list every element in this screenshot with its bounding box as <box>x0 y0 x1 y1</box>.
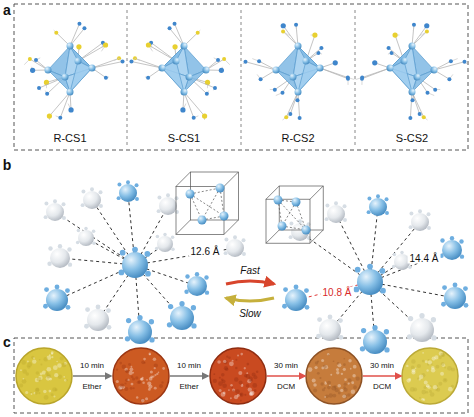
separator <box>355 10 356 145</box>
cluster-sphere <box>47 244 72 268</box>
distance-label: 12.6 Å <box>189 246 222 257</box>
sample-photo <box>210 348 266 404</box>
distance-label: 10.8 Å <box>321 287 354 298</box>
cluster-sphere <box>44 199 66 221</box>
process-arrow <box>170 375 208 377</box>
cluster-sphere <box>441 283 468 309</box>
solvent-label: DCM <box>373 383 391 392</box>
label-holder: 14.4 Å <box>408 253 441 264</box>
label-holder: DCM <box>277 383 295 392</box>
sample-photo <box>16 348 72 404</box>
cluster-structure <box>24 22 124 120</box>
label-holder: 30 min <box>370 362 394 371</box>
label-holder: Ether <box>82 383 101 392</box>
solvent-label: Ether <box>82 383 101 392</box>
separator <box>241 10 242 145</box>
compound-label: S-CS2 <box>396 132 428 144</box>
time-label: 10 min <box>80 362 104 371</box>
process-arrow <box>363 375 401 377</box>
cluster-sphere <box>316 315 343 341</box>
label-holder: 30 min <box>274 362 298 371</box>
sample-photo <box>402 348 458 404</box>
cluster-sphere <box>125 315 155 344</box>
sample-photo <box>306 348 362 404</box>
rate-label: Slow <box>239 308 261 319</box>
rate-label: Fast <box>240 265 259 276</box>
cluster-sphere <box>119 247 151 278</box>
cluster-sphere <box>84 305 111 331</box>
cluster-sphere <box>282 285 309 311</box>
label-holder: c <box>3 335 11 350</box>
panel-frame <box>14 4 468 150</box>
cluster-sphere <box>439 236 464 260</box>
cluster-sphere <box>43 285 70 311</box>
cluster-sphere <box>184 272 209 296</box>
label-holder: a <box>3 3 11 18</box>
cluster-sphere <box>407 313 437 342</box>
distance-line <box>370 250 452 282</box>
label-holder: 10 min <box>80 362 104 371</box>
cluster-sphere <box>167 301 197 330</box>
panel-frame <box>14 338 468 413</box>
compound-label: R-CS2 <box>281 132 314 144</box>
cluster-sphere <box>409 209 431 231</box>
solvent-label: DCM <box>277 383 295 392</box>
solvent-label: Ether <box>179 383 198 392</box>
label-holder: S-CS2 <box>396 132 428 144</box>
process-arrow <box>267 375 305 377</box>
cluster-sphere <box>360 325 390 354</box>
cluster-sphere <box>155 233 175 252</box>
label-holder: b <box>3 158 12 173</box>
unit-cell <box>266 186 323 243</box>
cluster-sphere <box>117 180 139 202</box>
label-holder: 12.6 Å <box>189 246 222 257</box>
cluster-structure <box>129 22 229 120</box>
cluster-sphere <box>367 194 389 216</box>
separator <box>127 10 128 145</box>
label-holder: 10 min <box>177 362 201 371</box>
label-holder: 10.8 Å <box>321 287 354 298</box>
label-holder: R-CS2 <box>281 132 314 144</box>
compound-label: S-CS1 <box>168 132 200 144</box>
unit-cell <box>176 172 238 234</box>
cluster-sphere <box>157 193 179 215</box>
label-holder: Ether <box>179 383 198 392</box>
label-holder: S-CS1 <box>168 132 200 144</box>
panel-letter: a <box>3 3 11 18</box>
compound-label: R-CS1 <box>53 132 86 144</box>
cluster-sphere <box>76 227 96 246</box>
time-label: 10 min <box>177 362 201 371</box>
time-label: 30 min <box>274 362 298 371</box>
cluster-structure <box>356 23 467 120</box>
label-holder: R-CS1 <box>53 132 86 144</box>
label-holder: DCM <box>373 383 391 392</box>
cluster-sphere <box>354 264 386 295</box>
cluster-sphere <box>224 235 246 257</box>
panel-letter: b <box>3 158 12 173</box>
process-arrow <box>73 375 111 377</box>
cluster-sphere <box>81 187 103 209</box>
distance-label: 14.4 Å <box>408 253 441 264</box>
sample-photo <box>113 348 169 404</box>
transition-arrow <box>226 298 274 301</box>
transition-arrow <box>226 281 274 284</box>
cluster-structure <box>243 23 354 120</box>
cluster-sphere <box>325 201 347 223</box>
panel-letter: c <box>3 335 11 350</box>
time-label: 30 min <box>370 362 394 371</box>
label-holder: Slow <box>239 308 261 319</box>
label-holder: Fast <box>240 265 259 276</box>
